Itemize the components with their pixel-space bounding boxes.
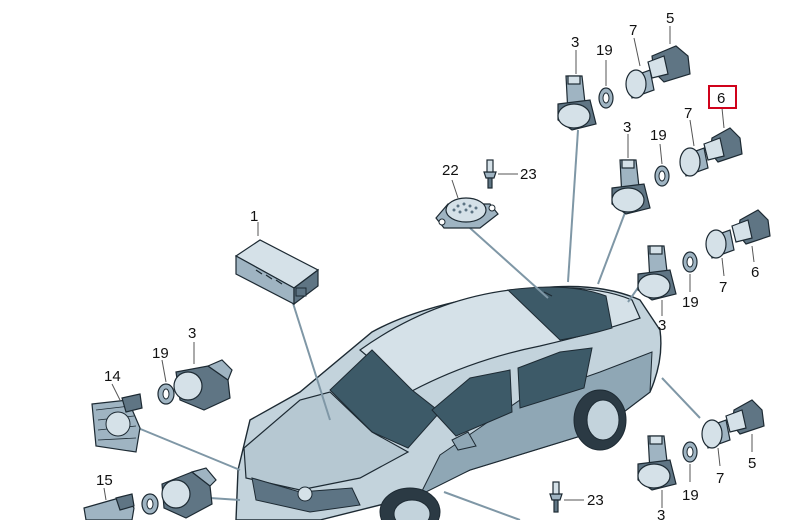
bracket-front-left bbox=[91, 393, 143, 453]
cap-rear-mid bbox=[703, 127, 743, 163]
car-side-window-front bbox=[431, 369, 513, 437]
label-sensor-front-left: 3 bbox=[188, 325, 196, 342]
sleeve-rear-mid bbox=[679, 147, 709, 177]
label-cap-rear-right: 6 bbox=[751, 264, 759, 281]
label-ring-rear-mid: 19 bbox=[650, 127, 667, 144]
car-illustration bbox=[235, 285, 662, 520]
car-side-window-rear bbox=[517, 347, 593, 409]
sensor-rear-mid bbox=[611, 159, 651, 215]
label-sensor-rear-mid: 3 bbox=[623, 119, 631, 136]
sensor-rear-upper bbox=[557, 75, 597, 131]
bracket-front-left-lower bbox=[83, 493, 135, 520]
ring-front-left-lower bbox=[141, 493, 159, 515]
warning-buzzer bbox=[435, 197, 499, 229]
label-ring-front-left: 19 bbox=[152, 345, 169, 362]
label-cap-front-right: 5 bbox=[748, 455, 756, 472]
label-highlighted: 6 bbox=[717, 90, 725, 107]
label-ring-rear-upper: 19 bbox=[596, 42, 613, 59]
label-sleeve-rear-upper: 7 bbox=[629, 22, 637, 39]
label-sleeve-front-right: 7 bbox=[716, 470, 724, 487]
assignment-lines bbox=[137, 129, 701, 520]
cap-front-right bbox=[725, 399, 765, 435]
label-control-unit: 1 bbox=[250, 208, 258, 225]
ring-rear-mid bbox=[654, 165, 670, 187]
highlight-box bbox=[708, 85, 737, 109]
label-sensor-front-right: 3 bbox=[657, 507, 665, 520]
label-screw-front: 23 bbox=[587, 492, 604, 509]
sleeve-rear-upper bbox=[625, 69, 655, 99]
car-mirror bbox=[451, 431, 477, 451]
label-ring-front-right: 19 bbox=[682, 487, 699, 504]
label-sleeve-rear-right: 7 bbox=[719, 279, 727, 296]
control-unit bbox=[234, 239, 320, 306]
sensor-rear-right bbox=[637, 245, 677, 301]
label-buzzer-screw: 23 bbox=[520, 166, 537, 183]
sensor-front-right bbox=[637, 435, 677, 491]
ring-rear-right bbox=[682, 251, 698, 273]
car-rear-wheel bbox=[573, 389, 627, 451]
label-bracket-front-left: 14 bbox=[104, 368, 121, 385]
label-sensor-rear-right: 3 bbox=[658, 317, 666, 334]
sensor-front-left-lower bbox=[161, 467, 217, 519]
car-front-wheel bbox=[379, 487, 441, 520]
car-rear-window bbox=[506, 286, 613, 341]
sleeve-rear-right bbox=[705, 229, 735, 259]
screw-front bbox=[549, 481, 563, 513]
ring-front-right bbox=[682, 441, 698, 463]
sensor-front-left bbox=[173, 359, 233, 411]
car-badge bbox=[297, 486, 313, 502]
buzzer-screw bbox=[483, 159, 497, 189]
cap-rear-right bbox=[731, 209, 771, 245]
label-bracket-front-left-lower: 15 bbox=[96, 472, 113, 489]
label-sleeve-rear-mid: 7 bbox=[684, 105, 692, 122]
label-sensor-rear-upper: 3 bbox=[571, 34, 579, 51]
ring-rear-upper bbox=[598, 87, 614, 109]
ring-front-left bbox=[157, 383, 175, 405]
sleeve-front-right bbox=[701, 419, 731, 449]
label-buzzer: 22 bbox=[442, 162, 459, 179]
label-cap-rear-upper: 5 bbox=[666, 10, 674, 27]
label-ring-rear-right: 19 bbox=[682, 294, 699, 311]
cap-rear-upper bbox=[647, 45, 691, 83]
callout-labels: 1 3 19 7 5 6 3 19 7 22 23 6 7 19 3 3 19 … bbox=[96, 10, 759, 520]
